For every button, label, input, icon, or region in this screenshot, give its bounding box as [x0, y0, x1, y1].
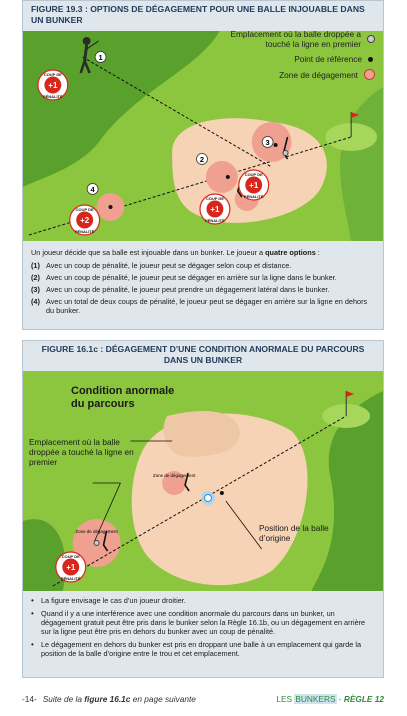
zone-label-bunker: Zone de dégagement — [153, 473, 196, 478]
figure-number: FIGURE 16.1c : — [41, 344, 104, 354]
reference-point-icon — [368, 56, 373, 62]
svg-text:+2: +2 — [80, 216, 90, 225]
figure-16-1c-illustration: Zone de dégagement Zone de dégagement CO… — [23, 371, 383, 591]
condition-label: Condition anormale du parcours — [71, 385, 175, 410]
svg-text:+1: +1 — [210, 205, 220, 214]
golfer-figure — [79, 37, 99, 74]
svg-text:PÉNALITÉ: PÉNALITÉ — [61, 576, 81, 581]
svg-text:PÉNALITÉ: PÉNALITÉ — [75, 229, 95, 234]
svg-text:+1: +1 — [48, 81, 58, 90]
svg-text:COUP DE: COUP DE — [245, 172, 263, 177]
dropped-location-label: Emplacement où la balle droppée a touché… — [29, 437, 134, 467]
section-reference: LES BUNKERS - RÈGLE 12 — [276, 694, 384, 704]
legend-item-reference: Point de référence — [211, 54, 375, 64]
penalty-stamp-outside: COUP DE +1 PÉNALITÉ — [55, 551, 87, 583]
legend-item-dropped: Emplacement où la balle droppée a touché… — [211, 29, 375, 49]
zone-label-outside: Zone de dégagement — [75, 529, 118, 534]
figure-16-1c-title: FIGURE 16.1c : DÉGAGEMENT D’UNE CONDITIO… — [23, 341, 383, 371]
dropped-ball-icon — [367, 35, 375, 43]
relief-zone-icon — [364, 69, 375, 80]
marker-4: 4 — [91, 185, 96, 194]
penalty-stamp-4: COUP DE +2 PÉNALITÉ — [69, 204, 101, 236]
figure-legend: Emplacement où la balle droppée a touché… — [211, 29, 375, 85]
marker-1: 1 — [98, 53, 102, 62]
penalty-stamp-3: COUP DE +1 PÉNALITÉ — [238, 169, 270, 201]
option-item: (2)Avec un coup de pénalité, le joueur p… — [31, 273, 337, 282]
continued-note: Suite de la figure 16.1c en page suivant… — [42, 694, 196, 704]
marker-3: 3 — [266, 138, 270, 147]
figure-19-3-illustration: 3 2 4 1 COUP DE +1 PÉNALITÉ COUP DE +1 P… — [23, 27, 383, 241]
figure-number: FIGURE 19.3 : — [31, 4, 88, 14]
bullet-item: •Quand il y a une interférence avec une … — [31, 609, 366, 636]
option-item: (1)Avec un coup de pénalité, le joueur p… — [31, 261, 292, 270]
figure-19-3-title: FIGURE 19.3 : OPTIONS DE DÉGAGEMENT POUR… — [23, 1, 383, 31]
figure-title-text: DÉGAGEMENT D’UNE CONDITION ANORMALE DU P… — [105, 344, 365, 365]
page-number: -14- — [22, 694, 37, 704]
bullet-item: •La figure envisage le cas d’un joueur d… — [31, 596, 186, 605]
svg-text:COUP DE: COUP DE — [44, 72, 62, 77]
legend-item-zone: Zone de dégagement — [211, 69, 375, 80]
option-item: (4)Avec un total de deux coups de pénali… — [31, 297, 368, 315]
page-footer: -14- Suite de la figure 16.1c en page su… — [22, 694, 384, 704]
svg-text:COUP DE: COUP DE — [62, 554, 80, 559]
svg-text:+1: +1 — [66, 563, 76, 572]
penalty-stamp-1: COUP DE +1 PÉNALITÉ — [37, 69, 69, 101]
svg-text:COUP DE: COUP DE — [206, 196, 224, 201]
svg-text:COUP DE: COUP DE — [76, 207, 94, 212]
penalty-stamp-2: COUP DE +1 PÉNALITÉ — [199, 193, 231, 225]
figure-19-3-text: Un joueur décide que sa balle est injoua… — [23, 248, 383, 318]
svg-text:PÉNALITÉ: PÉNALITÉ — [43, 94, 63, 99]
svg-text:PÉNALITÉ: PÉNALITÉ — [205, 218, 225, 223]
marker-2: 2 — [200, 155, 204, 164]
svg-text:PÉNALITÉ: PÉNALITÉ — [244, 194, 264, 199]
figure-16-1c-panel: Zone de dégagement Zone de dégagement CO… — [22, 340, 384, 678]
origin-position-label: Position de la balle d’origine — [259, 523, 329, 543]
figure-title-text: OPTIONS DE DÉGAGEMENT POUR UNE BALLE INJ… — [31, 4, 365, 25]
figure-16-1c-text: •La figure envisage le cas d’un joueur d… — [23, 596, 383, 662]
bullet-item: •Le dégagement en dehors du bunker est p… — [31, 640, 362, 658]
figure-19-3-panel: 3 2 4 1 COUP DE +1 PÉNALITÉ COUP DE +1 P… — [22, 0, 384, 330]
intro-paragraph: Un joueur décide que sa balle est injoua… — [31, 248, 320, 257]
svg-text:+1: +1 — [249, 181, 259, 190]
option-item: (3)Avec un coup de pénalité, le joueur p… — [31, 285, 330, 294]
